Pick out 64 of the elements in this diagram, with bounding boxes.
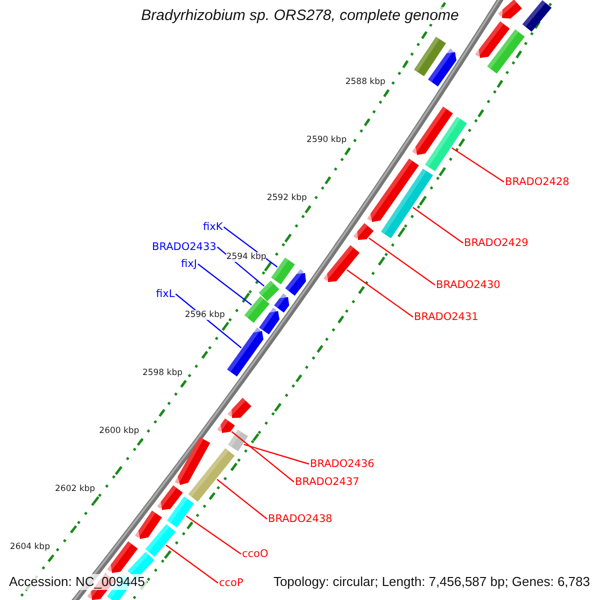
leader-line — [244, 444, 310, 465]
diagram-title: Bradyrhizobium sp. ORS278, complete genome — [139, 7, 461, 24]
gene-segment — [367, 158, 419, 222]
leader-line — [216, 478, 268, 520]
gene-label: BRADO2438 — [268, 513, 332, 525]
scale-label: 2602 kbp — [55, 484, 96, 494]
gene-label: ccoP — [219, 577, 244, 589]
accession-text: Accession: NC_009445 — [7, 574, 147, 590]
gene-label: BRADO2433 — [152, 241, 216, 253]
gene-segment — [271, 258, 295, 284]
gene-segment — [498, 0, 522, 19]
gene-segment — [157, 485, 183, 510]
gene-segment — [381, 168, 433, 238]
leader-line — [368, 238, 436, 286]
gene-segment — [428, 48, 456, 86]
scale-label: 2594 kbp — [226, 252, 266, 262]
gene-segment — [475, 21, 510, 58]
gene-label: fixK — [203, 221, 223, 233]
gene-segment — [228, 430, 248, 452]
gene-segment — [259, 308, 280, 334]
gene-segment — [412, 106, 453, 155]
leader-line — [412, 206, 464, 244]
gene-segment — [487, 29, 525, 74]
gene-segment — [522, 0, 552, 32]
leader-line — [186, 516, 242, 554]
scale-label: 2592 kbp — [266, 193, 307, 204]
gene-segment — [107, 541, 138, 573]
gene-segment — [258, 280, 280, 302]
gene-segment — [227, 328, 264, 376]
gene-segment — [228, 398, 252, 418]
gene-segment — [274, 293, 290, 313]
gene-label: fixL — [156, 288, 175, 300]
gene-label: BRADO2431 — [414, 311, 478, 323]
genome-summary-text: Topology: circular; Length: 7,456,587 bp; Genes: 6,783 — [271, 574, 592, 590]
gene-segment — [217, 418, 235, 433]
gene-segment — [244, 296, 270, 323]
gene-label: BRADO2428 — [505, 176, 570, 188]
leader-line — [166, 544, 218, 584]
leader-line — [198, 264, 252, 306]
scale-label: 2604 kbp — [10, 542, 50, 552]
scale-label: 2596 kbp — [184, 310, 225, 320]
scale-label: 2598 kbp — [142, 368, 182, 378]
gene-segment — [353, 223, 374, 240]
gene-label: BRADO2429 — [464, 237, 528, 249]
gene-segment — [323, 245, 360, 282]
gene-segment — [285, 269, 306, 296]
gene-segment — [188, 448, 235, 502]
gene-label: BRADO2430 — [436, 279, 500, 291]
gene-segment — [145, 524, 176, 557]
scale-label: 2600 kbp — [99, 426, 140, 436]
gene-segment — [425, 116, 467, 172]
gene-label: BRADO2437 — [295, 476, 360, 488]
gene-label: fixJ — [181, 258, 197, 270]
gene-segment — [135, 510, 162, 539]
gene-segment — [414, 36, 446, 76]
gene-segment — [174, 437, 210, 485]
scale-label: 2588 kbp — [345, 77, 386, 88]
leader-line — [451, 147, 504, 182]
leader-line — [346, 269, 414, 318]
gene-label: ccoO — [242, 548, 268, 560]
leader-line — [231, 431, 294, 482]
gene-segment — [167, 496, 194, 528]
scale-label: 2590 kbp — [306, 135, 347, 146]
gene-label: BRADO2436 — [310, 458, 374, 470]
